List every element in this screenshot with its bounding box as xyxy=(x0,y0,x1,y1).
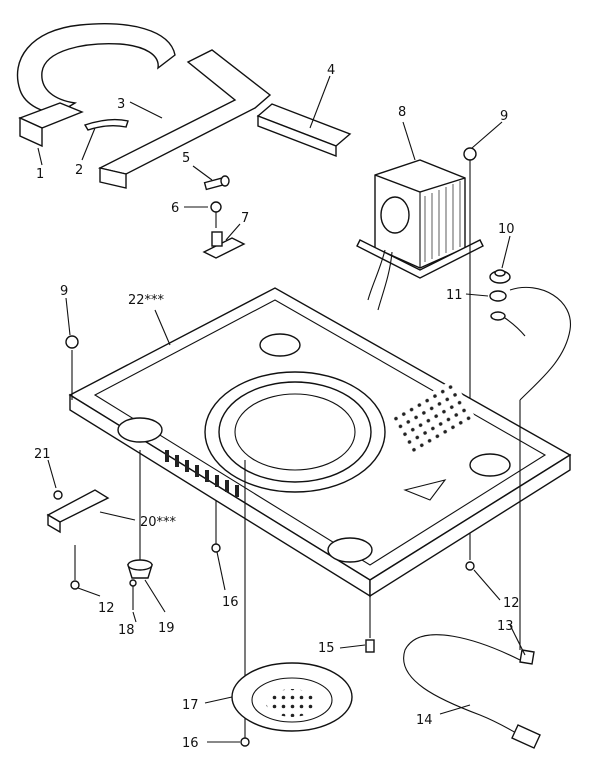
callout-14: 14 xyxy=(416,713,433,728)
callout-12-left: 12 xyxy=(98,601,115,616)
foot-cap-17 xyxy=(231,662,353,732)
callout-17: 17 xyxy=(182,698,199,713)
screw-12-left xyxy=(70,545,80,590)
wire-harness xyxy=(509,286,571,401)
callout-12-right: 12 xyxy=(503,596,520,611)
screw-18 xyxy=(129,579,137,610)
screw-16-bottom xyxy=(240,737,250,747)
foot-19 xyxy=(127,559,153,579)
callout-8: 8 xyxy=(398,105,406,120)
screw-16-mid xyxy=(211,543,221,553)
callout-2: 2 xyxy=(75,163,83,178)
screw-6 xyxy=(210,201,222,228)
callout-10: 10 xyxy=(498,222,515,237)
base-plate xyxy=(68,287,572,598)
screw-5 xyxy=(203,175,230,191)
foam-bar-short xyxy=(256,103,352,158)
callout-21: 21 xyxy=(34,447,51,462)
nut-9-left xyxy=(65,335,79,349)
callout-9-left: 9 xyxy=(60,284,68,299)
foam-gasket-ring xyxy=(16,23,176,148)
callout-5: 5 xyxy=(182,151,190,166)
callout-6: 6 xyxy=(171,201,179,216)
washer-11 xyxy=(489,290,507,302)
callout-18: 18 xyxy=(118,623,135,638)
switch-bracket xyxy=(202,231,246,259)
grommet-10 xyxy=(489,269,511,284)
callout-13: 13 xyxy=(497,619,514,634)
callout-3: 3 xyxy=(117,97,125,112)
washer-lower xyxy=(490,311,506,321)
bracket-20 xyxy=(46,489,110,534)
callout-7: 7 xyxy=(241,211,249,226)
callout-9-right: 9 xyxy=(500,109,508,124)
callout-19: 19 xyxy=(158,621,175,636)
foam-strip-long xyxy=(97,49,272,189)
callout-11: 11 xyxy=(446,288,463,303)
callout-16-bottom: 16 xyxy=(182,736,199,751)
callout-16-mid: 16 xyxy=(222,595,239,610)
transformer xyxy=(356,159,484,311)
callout-22: 22*** xyxy=(128,293,165,308)
screw-15 xyxy=(365,596,375,653)
callout-20: 20*** xyxy=(140,515,177,530)
screw-12-right xyxy=(465,561,475,571)
callout-4: 4 xyxy=(327,63,335,78)
callout-1: 1 xyxy=(36,167,44,182)
nut-21 xyxy=(53,490,63,500)
gasket-strip xyxy=(83,118,129,131)
power-cord xyxy=(403,634,541,749)
callout-15: 15 xyxy=(318,641,335,656)
